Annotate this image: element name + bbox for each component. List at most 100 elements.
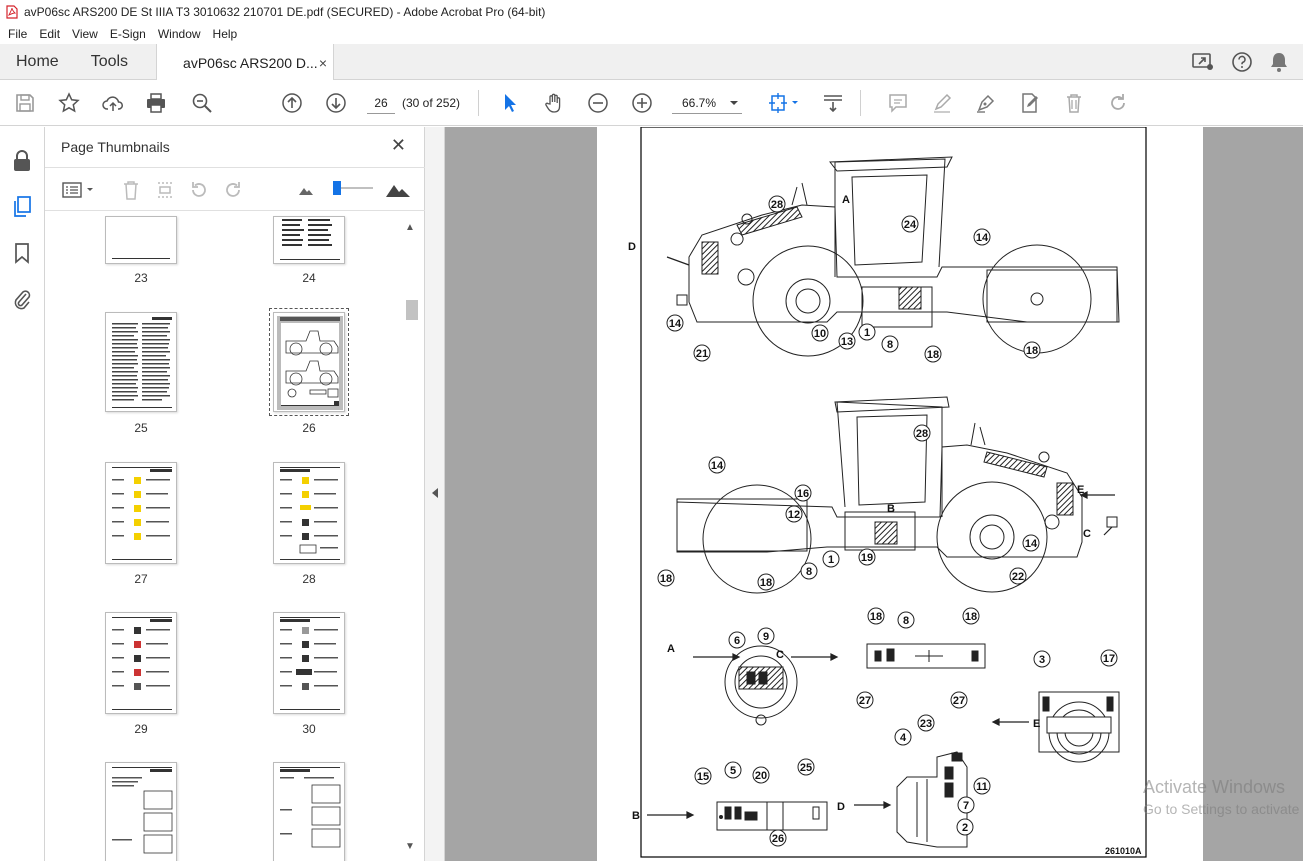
menu-view[interactable]: View [72,27,98,41]
draw-pen-icon[interactable] [973,90,999,116]
callout: 28 [771,199,783,211]
scroll-up-arrow-icon[interactable]: ▲ [405,222,415,233]
callout: 14 [669,318,682,330]
callout: 8 [887,339,893,351]
thumbnail-label: 23 [134,271,148,285]
document-tab-label: avP06sc ARS200 D... [183,54,318,71]
detail-view-c [866,643,986,669]
comment-icon[interactable] [885,90,911,116]
edit-document-icon[interactable] [1017,90,1043,116]
rotate-redo-icon[interactable] [1105,90,1131,116]
large-thumbnails-mountain-icon[interactable] [385,179,411,201]
thumbnail-scrollbar-thumb[interactable] [406,300,418,320]
callout: 6 [734,635,740,647]
options-menu-icon[interactable] [61,179,97,201]
activation-watermark: Activate Windows Go to Settings to activ… [1143,776,1299,820]
highlight-pen-icon[interactable] [929,90,955,116]
thumbnail-page-29[interactable] [105,612,177,714]
toolbar-divider [860,90,861,116]
drawing-code: 261010A [1105,846,1142,856]
thumbnail-page-25[interactable] [105,312,177,412]
collapse-panel-arrow-icon[interactable] [431,488,439,498]
menu-esign[interactable]: E-Sign [109,27,146,41]
next-page-icon[interactable] [323,90,349,116]
zoom-search-icon[interactable] [189,90,215,116]
callout: 26 [772,833,784,845]
detail-view-e [1038,691,1120,763]
rotate-left-icon[interactable] [188,179,210,201]
notifications-bell-icon[interactable] [1269,51,1289,73]
zoom-in-icon[interactable] [629,90,655,116]
zoom-out-icon[interactable] [585,90,611,116]
thumbnail-page-30[interactable] [273,612,345,714]
lock-icon[interactable] [10,149,34,173]
callout: 1 [828,554,834,566]
view-letter-c-lower: C [1083,528,1091,540]
zoom-level-value: 66.7% [682,95,717,110]
thumbnail-page-24[interactable] [273,216,345,264]
thumbnail-size-slider-handle[interactable] [333,181,341,195]
thumbnail-page-23[interactable] [105,216,177,264]
extract-pages-icon[interactable] [154,179,176,201]
delete-trash-icon[interactable] [1061,90,1087,116]
tabbar-right-icons [1191,44,1303,79]
share-screen-icon[interactable] [1191,51,1215,73]
thumbnail-page-32[interactable] [273,762,345,861]
document-view[interactable]: A B C D E A D E C B 28 24 14 21 [445,127,1303,861]
callout: 11 [976,781,988,793]
scroll-down-arrow-icon[interactable]: ▼ [405,841,415,852]
technical-drawing: A B C D E A D E C B 28 24 14 21 [628,127,1147,858]
callout: 14 [711,460,724,472]
page-number-input[interactable] [367,92,395,114]
menu-file[interactable]: File [8,27,28,41]
view-letter-d-upper: D [628,241,636,253]
callout: 5 [730,765,736,777]
scroll-mode-icon[interactable] [820,90,846,116]
tab-tools[interactable]: Tools [90,52,129,70]
tab-home[interactable]: Home [16,52,59,70]
watermark-line-2: Go to Settings to activate [1143,801,1300,817]
menu-help[interactable]: Help [212,27,238,41]
thumbnail-label: 30 [302,722,316,736]
save-icon[interactable] [12,90,38,116]
rotate-right-icon[interactable] [222,179,244,201]
thumbnail-toolbar [45,167,425,211]
callout: 15 [697,771,709,783]
small-thumbnails-mountain-icon[interactable] [295,179,317,201]
bookmark-star-icon[interactable] [56,90,82,116]
watermark-line-1: Activate Windows [1143,777,1286,797]
attachments-paperclip-icon[interactable] [10,287,34,311]
thumbnail-page-26[interactable] [269,308,349,416]
zoom-level-dropdown[interactable]: 66.7% [672,92,742,114]
callouts-details: 6 9 18 8 18 27 27 3 17 4 23 11 7 2 15 5 [694,607,1118,847]
thumbnail-label: 29 [134,722,148,736]
page-thumbnails-icon[interactable] [10,195,34,219]
thumbnail-page-31[interactable] [105,762,177,861]
menu-window[interactable]: Window [157,27,201,41]
callout: 12 [788,509,800,521]
menu-edit[interactable]: Edit [39,27,61,41]
page-thumbnails-panel: Page Thumbnails ✕ 23 24 [45,127,425,861]
callouts-lower: 28 16 12 8 1 19 14 22 18 18 14 [657,424,1040,591]
select-cursor-icon[interactable] [497,90,523,116]
callout: 23 [920,718,932,730]
thumbnail-size-slider-track[interactable] [335,187,373,189]
close-panel-icon[interactable]: ✕ [390,135,406,155]
callout: 18 [760,577,772,589]
upload-cloud-icon[interactable] [100,90,126,116]
thumbnail-label: 26 [302,421,316,435]
acrobat-logo-icon [6,5,18,19]
thumbnail-page-28[interactable] [273,462,345,564]
callout: 14 [976,232,989,244]
thumbnail-page-27[interactable] [105,462,177,564]
bookmarks-icon[interactable] [10,241,34,265]
hand-tool-icon[interactable] [541,90,567,116]
fit-page-icon[interactable] [765,90,801,116]
close-tab-icon[interactable]: × [318,54,328,71]
tab-document[interactable]: avP06sc ARS200 D... × [156,44,335,81]
panel-splitter[interactable] [425,127,445,861]
help-icon[interactable] [1231,51,1253,73]
delete-page-icon[interactable] [120,179,142,201]
previous-page-icon[interactable] [279,90,305,116]
print-icon[interactable] [143,90,169,116]
